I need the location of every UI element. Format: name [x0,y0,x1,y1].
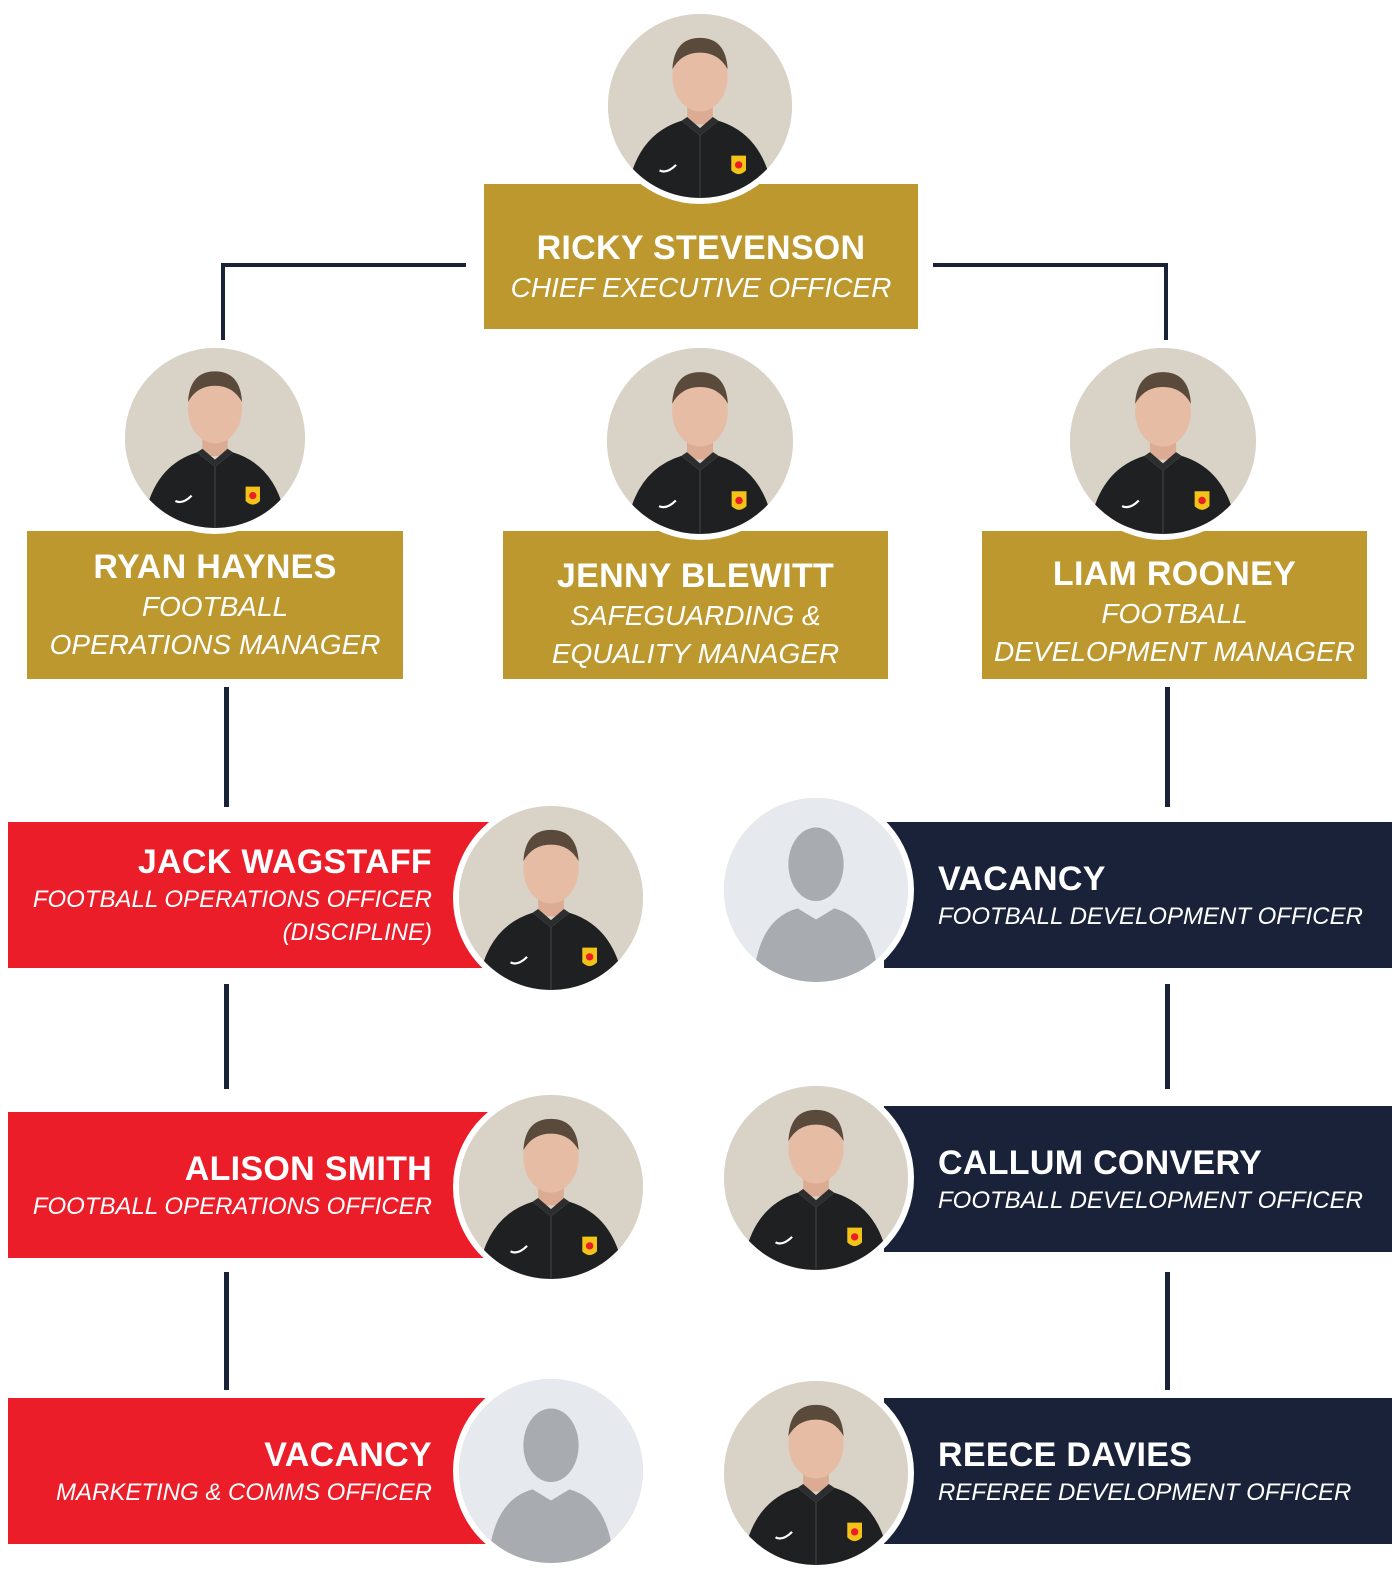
dev-photo-callum-convery [718,1080,914,1276]
manager-name: RYAN HAYNES [93,548,337,586]
staff-name: ALISON SMITH [184,1149,432,1188]
dev-photo-vacancy [718,792,914,988]
vacancy-silhouette-icon [459,1379,643,1563]
ops-photo-vacancy [453,1373,649,1569]
connector-ceo-left [221,263,466,267]
manager-card-liam-rooney: LIAM ROONEY FOOTBALL DEVELOPMENT MANAGER [982,531,1367,679]
connector-ops-2 [224,984,229,1089]
manager-photo-jenny-blewitt [601,342,799,540]
staff-name: REECE DAVIES [938,1435,1193,1474]
staff-role: MARKETING & COMMS OFFICER [56,1476,432,1509]
ceo-photo [602,8,798,204]
dev-photo-reece-davies [718,1375,914,1571]
staff-role: FOOTBALL OPERATIONS OFFICER (DISCIPLINE) [33,883,432,949]
ops-photo-jack-wagstaff [453,800,649,996]
staff-name: JACK WAGSTAFF [137,843,432,881]
staff-name: VACANCY [264,1435,432,1474]
staff-portrait-icon [724,1086,908,1270]
ops-card-alison-smith: ALISON SMITH FOOTBALL OPERATIONS OFFICER [8,1112,495,1258]
manager-role: SAFEGUARDING & EQUALITY MANAGER [552,597,839,673]
manager-role-line: OPERATIONS MANAGER [49,629,381,660]
connector-ops-1 [224,687,229,807]
staff-role: FOOTBALL OPERATIONS OFFICER [33,1190,432,1223]
staff-role-line: FOOTBALL DEVELOPMENT OFFICER [938,1186,1363,1214]
staff-role-line: MARKETING & COMMS OFFICER [55,1478,432,1506]
staff-role-line: FOOTBALL DEVELOPMENT OFFICER [938,902,1363,930]
staff-role: FOOTBALL DEVELOPMENT OFFICER [938,900,1363,933]
manager-role-line: DEVELOPMENT MANAGER [994,636,1355,667]
staff-role: REFEREE DEVELOPMENT OFFICER [938,1476,1351,1509]
manager-card-jenny-blewitt: JENNY BLEWITT SAFEGUARDING & EQUALITY MA… [503,531,888,679]
ceo-role: CHIEF EXECUTIVE OFFICER [510,271,892,303]
manager-role-line: EQUALITY MANAGER [551,638,840,669]
manager-photo-ryan-haynes [119,342,311,534]
staff-portrait-icon [459,1095,643,1279]
manager-role-line: FOOTBALL [1101,598,1248,629]
connector-dev-3 [1165,1272,1170,1390]
staff-name: VACANCY [938,859,1106,898]
staff-portrait-icon [607,348,793,534]
staff-name: CALLUM CONVERY [938,1143,1263,1182]
connector-ceo-right-down [1164,263,1168,340]
staff-portrait-icon [608,14,792,198]
manager-role-line: SAFEGUARDING & [570,600,821,631]
connector-dev-1 [1165,687,1170,807]
staff-portrait-icon [1070,348,1256,534]
dev-card-vacancy: VACANCY FOOTBALL DEVELOPMENT OFFICER [884,822,1392,968]
staff-role: FOOTBALL DEVELOPMENT OFFICER [938,1184,1363,1217]
staff-portrait-icon [459,806,643,990]
connector-ceo-left-down [221,263,225,340]
staff-role-line: FOOTBALL OPERATIONS OFFICER [32,886,432,913]
manager-name: JENNY BLEWITT [556,557,835,595]
staff-portrait-icon [724,1381,908,1565]
staff-role-line: FOOTBALL OPERATIONS OFFICER [32,1192,432,1220]
staff-role-line: (DISCIPLINE) [282,919,432,946]
dev-card-callum-convery: CALLUM CONVERY FOOTBALL DEVELOPMENT OFFI… [884,1106,1392,1252]
ceo-name: RICKY STEVENSON [536,228,866,267]
manager-role-line: FOOTBALL [141,591,289,622]
manager-name: LIAM ROONEY [1052,555,1297,593]
staff-role-line: REFEREE DEVELOPMENT OFFICER [938,1478,1352,1506]
manager-photo-liam-rooney [1064,342,1262,540]
ops-card-jack-wagstaff: JACK WAGSTAFF FOOTBALL OPERATIONS OFFICE… [8,822,495,968]
connector-ops-3 [224,1272,229,1390]
manager-card-ryan-haynes: RYAN HAYNES FOOTBALL OPERATIONS MANAGER [27,531,403,679]
ops-card-vacancy: VACANCY MARKETING & COMMS OFFICER [8,1398,495,1544]
connector-ceo-right [933,263,1168,267]
vacancy-silhouette-icon [724,798,908,982]
dev-card-reece-davies: REECE DAVIES REFEREE DEVELOPMENT OFFICER [884,1398,1392,1544]
ops-photo-alison-smith [453,1089,649,1285]
ceo-card: RICKY STEVENSON CHIEF EXECUTIVE OFFICER [484,184,918,329]
manager-role: FOOTBALL DEVELOPMENT MANAGER [994,595,1355,671]
connector-dev-2 [1165,984,1170,1089]
staff-portrait-icon [125,348,305,528]
manager-role: FOOTBALL OPERATIONS MANAGER [50,588,381,664]
